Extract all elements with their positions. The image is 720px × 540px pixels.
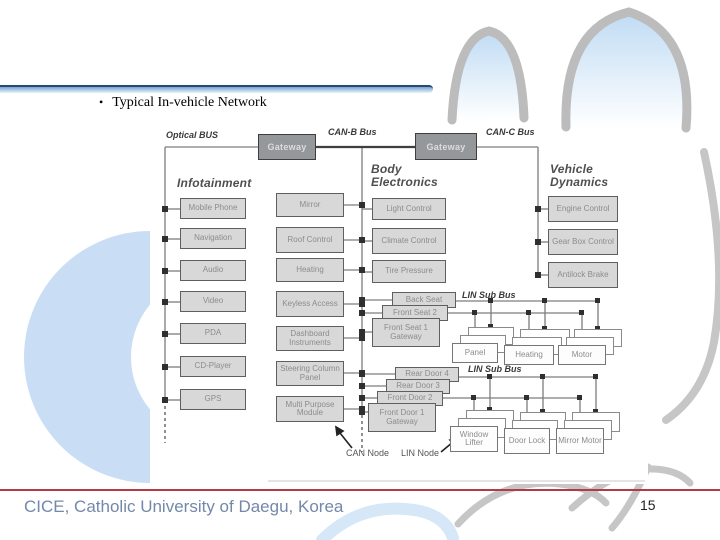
node-front-door-1-gateway: Front Door 1 Gateway: [368, 403, 436, 432]
bus-label-can-b: CAN-B Bus: [328, 127, 377, 137]
node-engine-control: Engine Control: [548, 196, 618, 222]
node-light-control: Light Control: [372, 198, 446, 220]
bus-label-lin-door: LIN Sub Bus: [468, 364, 522, 374]
node-seat-heating: Heating: [504, 345, 554, 365]
node-front-seat-1-gateway: Front Seat 1 Gateway: [372, 318, 440, 347]
bunny-ear-right-icon: [561, 7, 692, 133]
footer-divider-line: [0, 489, 720, 491]
label-can-node: CAN Node: [346, 448, 390, 458]
node-mobile-phone: Mobile Phone: [180, 198, 246, 219]
label-lin-node: LIN Node: [401, 448, 440, 458]
gateway-box-left: Gateway: [258, 134, 316, 160]
node-panel: Panel: [452, 343, 498, 363]
node-back-seat: Back Seat: [392, 292, 456, 308]
node-climate-control: Climate Control: [372, 228, 446, 254]
node-multi-purpose-module: Multi Purpose Module: [276, 396, 344, 422]
node-roof-control: Roof Control: [276, 227, 344, 253]
node-steering-column-panel: Steering Column Panel: [276, 361, 344, 386]
heading-infotainment: Infotainment: [177, 176, 252, 190]
bus-label-can-c: CAN-C Bus: [486, 127, 535, 137]
bunny-ear-left-icon: [447, 26, 529, 125]
bus-label-optical: Optical BUS: [166, 130, 219, 140]
node-gear-box-control: Gear Box Control: [548, 229, 618, 255]
node-cd-player: CD-Player: [180, 356, 246, 377]
node-door-lock: Door Lock: [504, 428, 550, 454]
page-number: 15: [640, 497, 656, 513]
node-gps: GPS: [180, 389, 246, 410]
node-dashboard-instruments: Dashboard Instruments: [276, 326, 344, 351]
node-antilock-brake: Antilock Brake: [548, 262, 618, 288]
node-mirror-motor: Mirror Motor: [556, 428, 604, 454]
node-tire-pressure: Tire Pressure: [372, 260, 446, 283]
header-accent-bar: [0, 85, 433, 93]
gateway-box-right: Gateway: [415, 133, 477, 160]
page-title: • Typical In-vehicle Network: [99, 95, 267, 111]
heading-body-electronics: Body Electronics: [371, 162, 438, 189]
bus-label-lin-seat: LIN Sub Bus: [462, 290, 516, 300]
node-video: Video: [180, 291, 246, 312]
node-motor: Motor: [558, 345, 606, 365]
footer-text: CICE, Catholic University of Daegu, Kore…: [24, 497, 344, 516]
node-audio: Audio: [180, 260, 246, 281]
node-keyless-access: Keyless Access: [276, 291, 344, 317]
node-heating: Heating: [276, 258, 344, 282]
node-mirror: Mirror: [276, 193, 344, 217]
bullet-icon: •: [99, 95, 104, 109]
page-title-text: Typical In-vehicle Network: [112, 95, 267, 110]
node-pda: PDA: [180, 323, 246, 344]
heading-vehicle-dynamics: Vehicle Dynamics: [550, 162, 609, 189]
node-navigation: Navigation: [180, 228, 246, 249]
node-window-lifter: Window Lifter: [450, 426, 498, 452]
